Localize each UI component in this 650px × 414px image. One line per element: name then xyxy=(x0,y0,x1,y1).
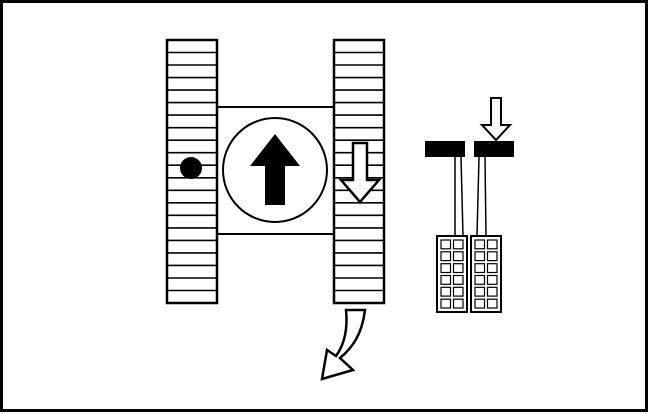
right-pedal-pad xyxy=(474,263,486,274)
right-lever-rod-inner xyxy=(484,156,487,237)
left-pedal-pad xyxy=(440,274,452,285)
reverse-arrow-icon xyxy=(338,141,382,204)
left-pedal-pad xyxy=(452,263,464,274)
right-lever-rod xyxy=(476,156,480,237)
right-lever-handle xyxy=(474,141,514,157)
left-pedal-pad xyxy=(440,298,452,309)
left-pedal-pad xyxy=(440,251,452,262)
right-pedal-pad xyxy=(486,274,498,285)
press-arrow-icon xyxy=(479,97,513,142)
right-pedal-pad xyxy=(474,239,486,250)
right-pedal-pad xyxy=(486,298,498,309)
left-pedal-pad xyxy=(452,239,464,250)
left-pedal-pad xyxy=(452,274,464,285)
right-pedal-pad xyxy=(486,251,498,262)
right-pedal-pad xyxy=(486,239,498,250)
left-pedal-pad xyxy=(440,263,452,274)
left-pedal-pad xyxy=(452,298,464,309)
forward-arrow-icon xyxy=(250,134,300,205)
left-pedal-pad xyxy=(452,286,464,297)
left-lever-rod-inner xyxy=(460,156,464,237)
right-track xyxy=(332,38,386,305)
right-pedal-pad xyxy=(474,298,486,309)
left-pedal-pad xyxy=(440,239,452,250)
right-pedal-pad xyxy=(474,274,486,285)
left-pedal-pad xyxy=(440,286,452,297)
right-pedal-pad xyxy=(486,263,498,274)
left-lever-handle xyxy=(425,141,465,157)
right-pedal-pad xyxy=(486,286,498,297)
turn-arrow-icon xyxy=(320,308,367,381)
right-pedal-pad xyxy=(474,286,486,297)
left-pedal-pad xyxy=(452,251,464,262)
right-pedal-pad xyxy=(474,251,486,262)
pivot-point-dot xyxy=(180,157,202,179)
steering-pedals xyxy=(425,97,514,313)
left-track xyxy=(165,38,219,305)
